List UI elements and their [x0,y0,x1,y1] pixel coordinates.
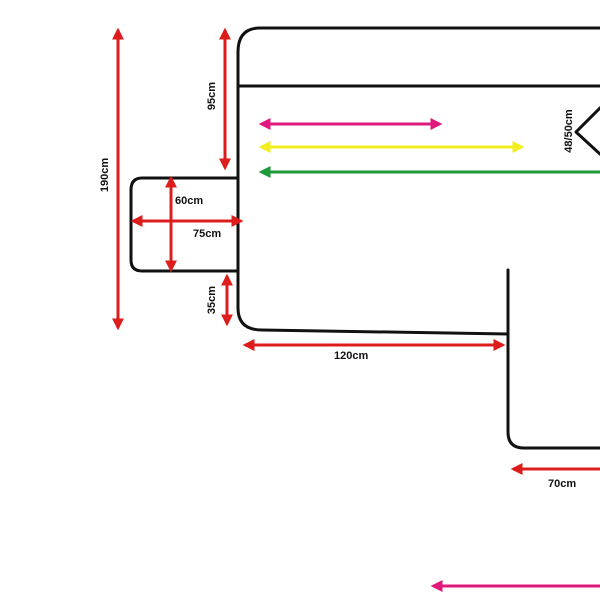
back-height-label: 95cm [206,82,218,110]
armrest-outline [129,176,240,273]
total-height-label: 190cm [99,158,111,192]
chevron-marker-icon [574,106,600,156]
armrest-width-label: 75cm [193,228,221,240]
chaise-width-label: 70cm [548,478,576,490]
armrest-gap-label: 35cm [206,286,218,314]
seat-depth-label: 48/50cm [563,109,575,153]
sofa-body-outline [236,26,600,450]
width-main-label: 120cm [334,350,368,362]
armrest-depth-label: 60cm [175,195,203,207]
